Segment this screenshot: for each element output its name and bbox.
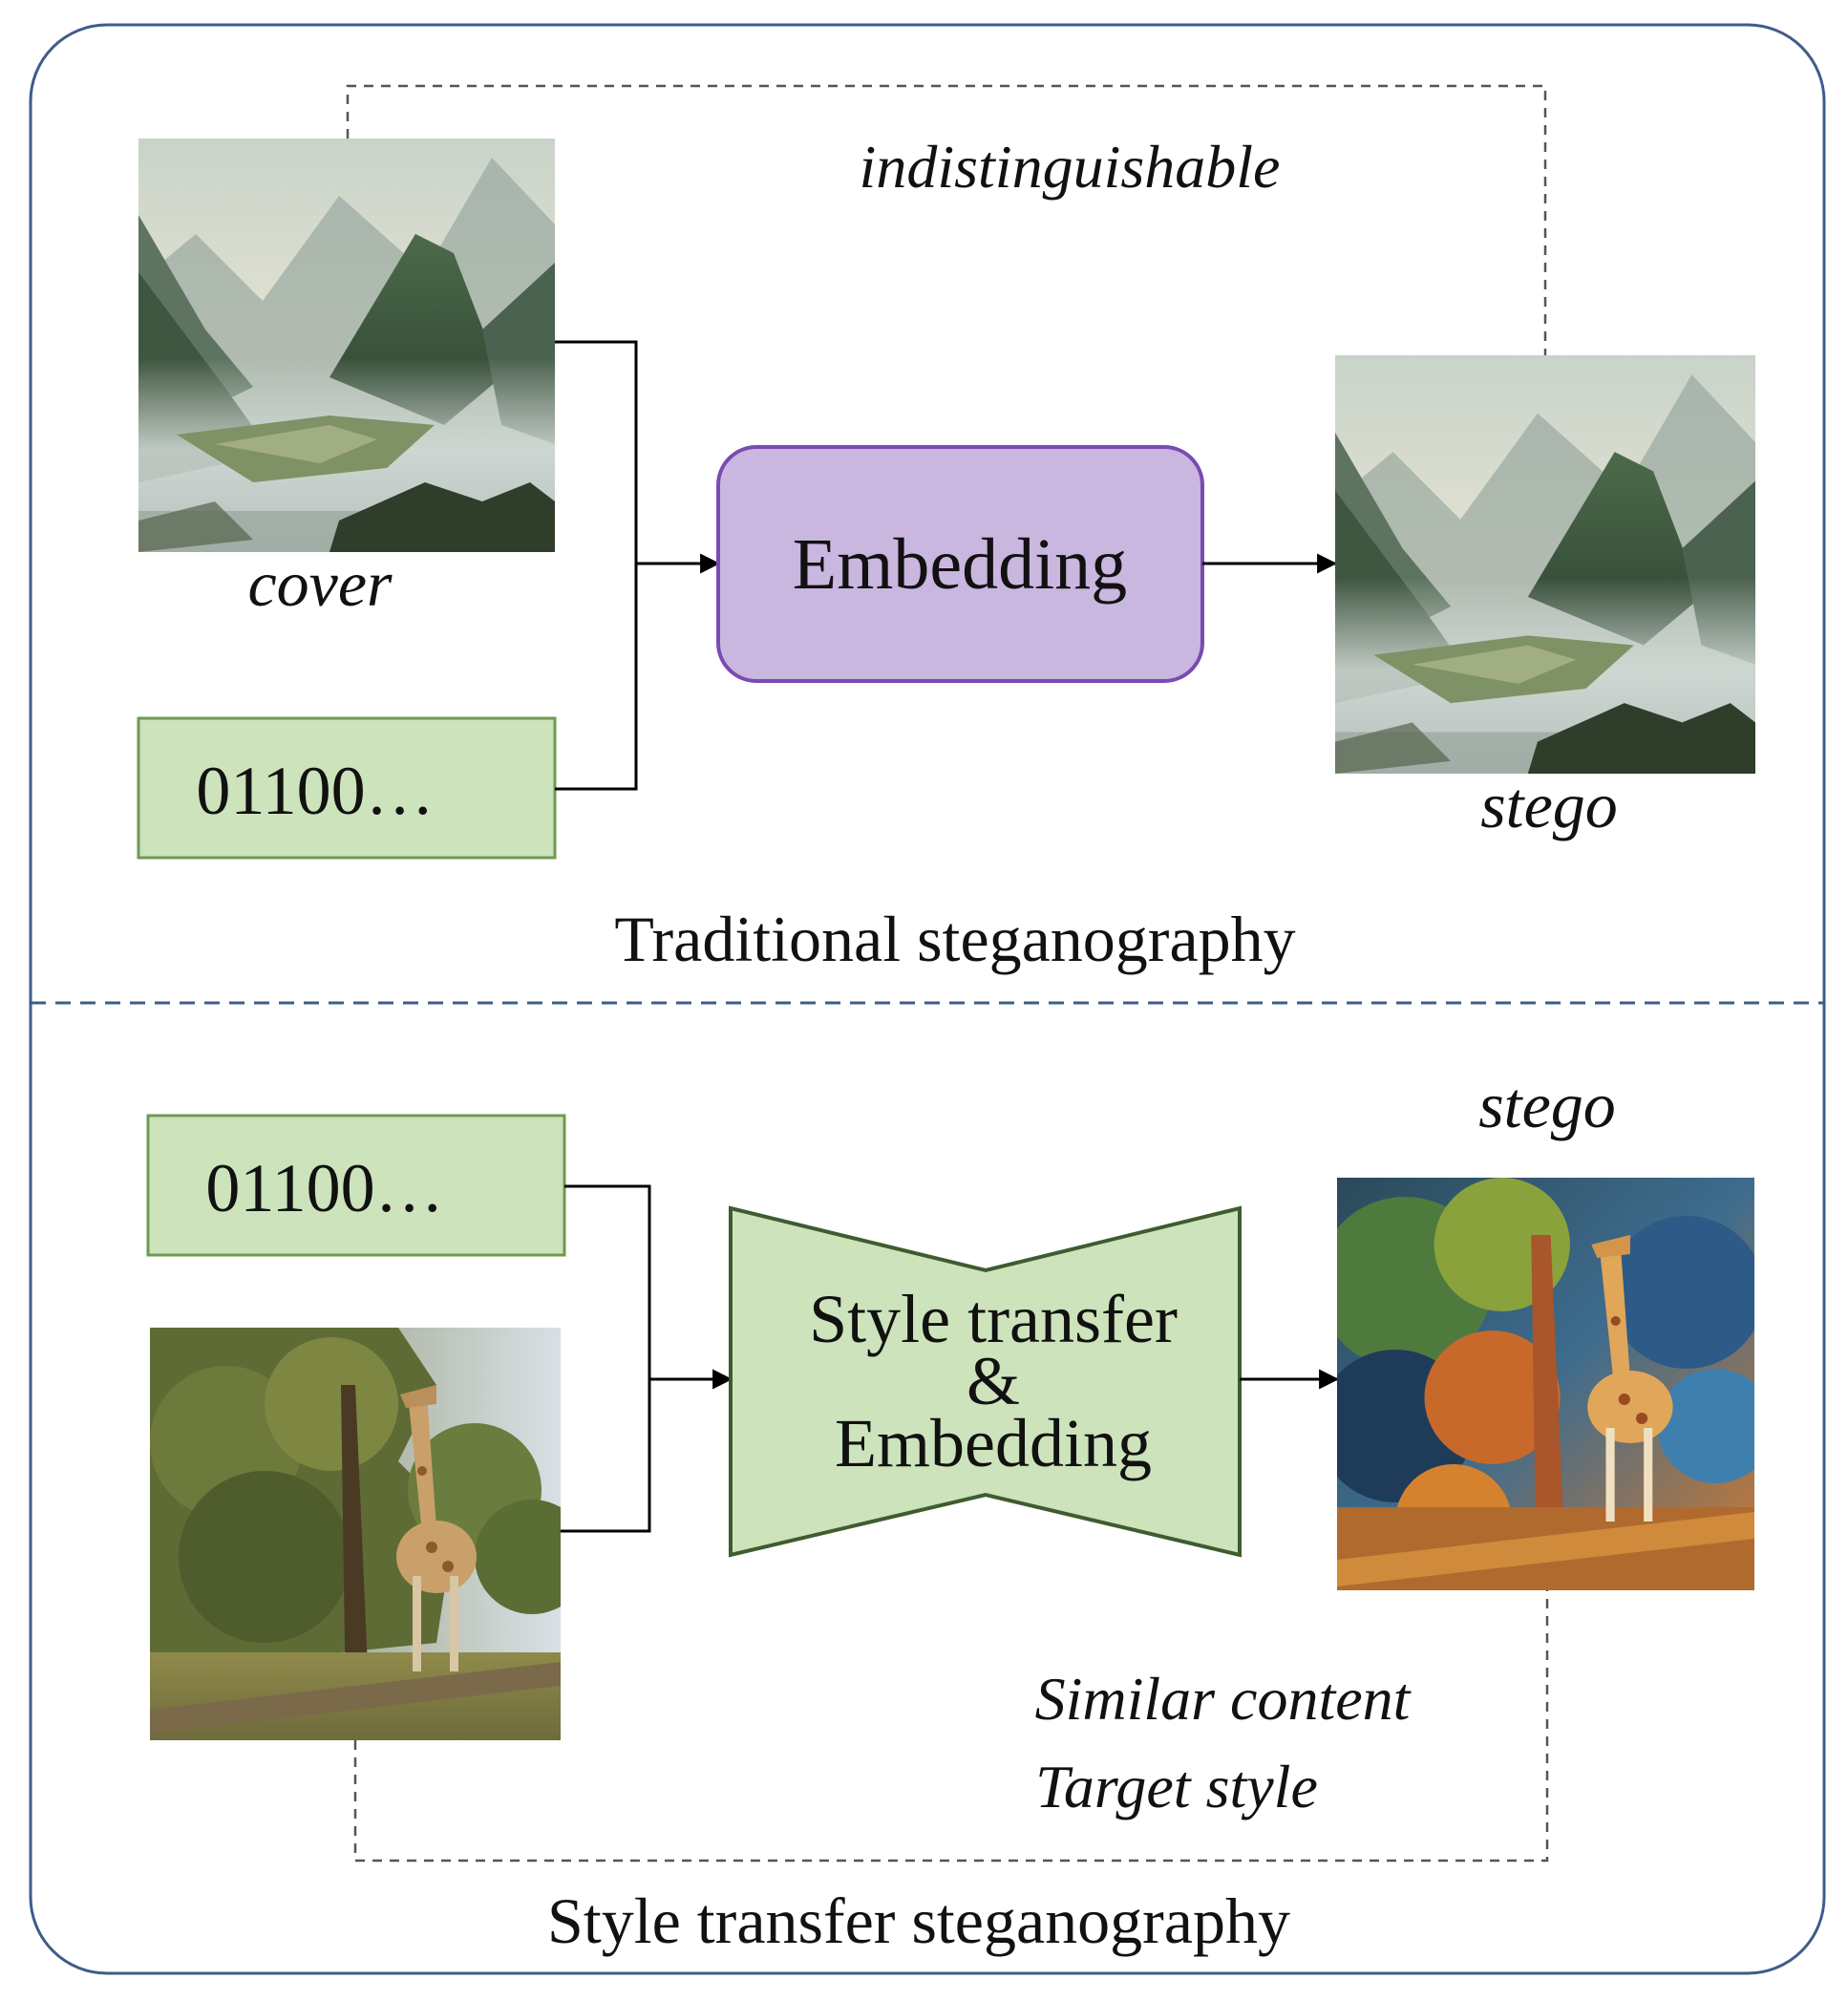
secret-bits-box-bottom	[146, 1114, 566, 1257]
caption-style-transfer: Style transfer steganography	[547, 1884, 1290, 1957]
stego-label-bottom: stego	[1478, 1069, 1616, 1141]
secret-bits-text-bottom: 01100…	[205, 1150, 443, 1226]
connector-cover-to-embedding	[555, 340, 638, 791]
stego-image-top	[1335, 355, 1755, 774]
style-transfer-line2: &	[966, 1343, 1020, 1419]
style-transfer-block	[729, 1205, 1242, 1558]
cover-image	[138, 138, 555, 552]
connector-inputs-to-style-transfer	[561, 1184, 651, 1533]
style-transfer-line1: Style transfer	[809, 1281, 1178, 1357]
indistinguishable-label: indistinguishable	[860, 133, 1281, 201]
content-image-giraffe	[150, 1328, 561, 1740]
stego-image-bottom	[1337, 1178, 1754, 1590]
caption-traditional: Traditional steganography	[614, 903, 1295, 975]
similar-content-label: Similar content	[1035, 1665, 1413, 1733]
cover-label: cover	[247, 547, 393, 620]
similarity-bracket	[353, 1590, 1549, 1863]
style-transfer-line3: Embedding	[835, 1405, 1152, 1481]
stego-label-top: stego	[1480, 769, 1618, 841]
indistinguishable-bracket	[346, 84, 1547, 355]
secret-bits-text-top: 01100…	[196, 753, 434, 829]
target-style-label: Target style	[1035, 1753, 1318, 1820]
embedding-label: Embedding	[793, 524, 1127, 605]
outer-frame	[29, 23, 1826, 1975]
